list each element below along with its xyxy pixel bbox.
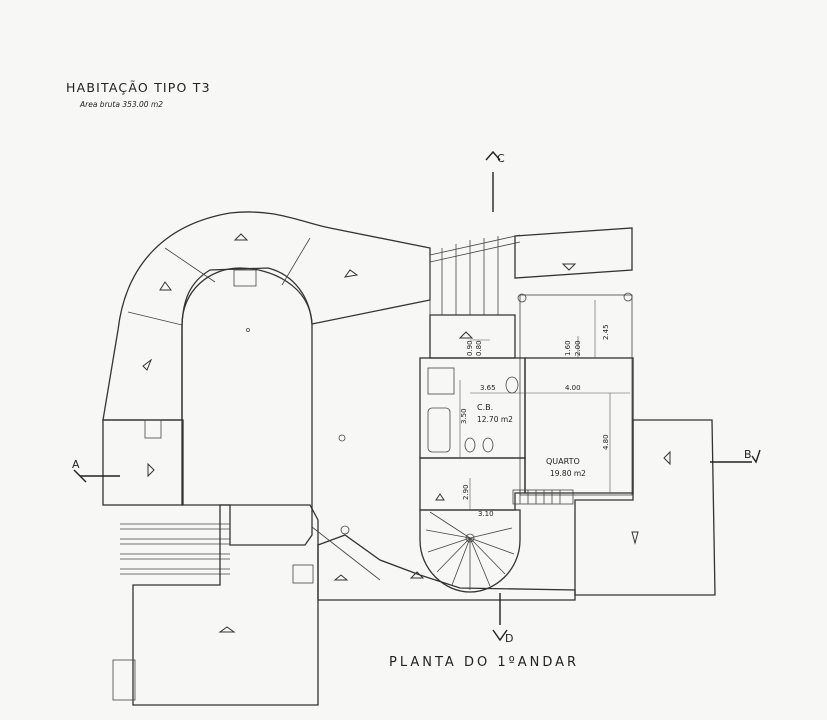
hall-column-marker <box>233 269 257 287</box>
bedroom-name: QUARTO <box>546 457 580 466</box>
bathroom-name: C.B. <box>477 403 493 412</box>
lower-left-annex <box>112 659 136 701</box>
left-wing-column-marker <box>144 419 162 439</box>
terrace-partition <box>281 237 311 286</box>
balcony-rail-bottom <box>512 489 574 505</box>
terrace-partition <box>127 311 183 326</box>
toilet-fixture <box>464 437 476 453</box>
dimension-label: 3.65 <box>480 384 496 392</box>
left-wing-room <box>102 419 184 506</box>
section-cut-marks <box>73 150 761 642</box>
bedroom-area: 19.80 m2 <box>550 469 586 478</box>
right-terrace <box>574 419 716 596</box>
shower-tray <box>427 367 455 395</box>
dimension-label: 3.10 <box>478 510 494 518</box>
central-hall-outline <box>181 267 313 546</box>
washbasin-fixture <box>505 376 519 394</box>
bidet-fixture <box>482 437 494 453</box>
balcony-post <box>517 293 527 303</box>
dimension-label: 0.90 <box>466 340 474 356</box>
dimension-label: 3.50 <box>460 408 468 424</box>
plan-type-title: HABITAÇÃO TIPO T3 <box>66 80 211 95</box>
section-c-label: C <box>497 152 505 165</box>
dimension-label: 2.90 <box>462 484 470 500</box>
balcony-post <box>623 292 633 302</box>
dimension-label: 2.00 <box>574 340 582 356</box>
stair-lobby <box>419 457 526 511</box>
bottom-terrace-outline <box>317 534 576 601</box>
hall-pillar <box>338 434 346 442</box>
bathtub <box>427 407 451 453</box>
dimension-label: 2.45 <box>602 324 610 340</box>
curved-terrace-outline <box>102 211 431 421</box>
lower-left-block <box>132 504 319 706</box>
direction-markers <box>142 233 671 633</box>
dimension-label: 4.80 <box>602 434 610 450</box>
bottom-terrace-marker <box>292 564 314 584</box>
balcony-post <box>246 328 250 332</box>
gross-area-note: Area bruta 353.00 m2 <box>80 100 164 109</box>
hall-pillar <box>340 525 350 535</box>
bottom-terrace-edge <box>311 526 381 581</box>
bathroom-area: 12.70 m2 <box>477 415 513 424</box>
section-a-label: A <box>72 458 80 471</box>
section-d-label: D <box>505 632 513 645</box>
floor-plan-title: PLANTA DO 1ºANDAR <box>389 655 580 670</box>
section-b-label: B <box>744 448 752 461</box>
spiral-stair-treads <box>425 511 515 590</box>
terrace-partition <box>164 247 216 283</box>
dimension-label: 1.60 <box>564 340 572 356</box>
dimension-lines <box>459 300 630 510</box>
dimension-label: 0.80 <box>475 340 483 356</box>
top-right-room <box>514 227 633 279</box>
balcony-railing <box>519 294 633 496</box>
left-pergola <box>120 523 230 575</box>
spiral-stair-outline <box>419 509 521 593</box>
top-pergola <box>429 234 521 315</box>
dimension-label: 4.00 <box>565 384 581 392</box>
